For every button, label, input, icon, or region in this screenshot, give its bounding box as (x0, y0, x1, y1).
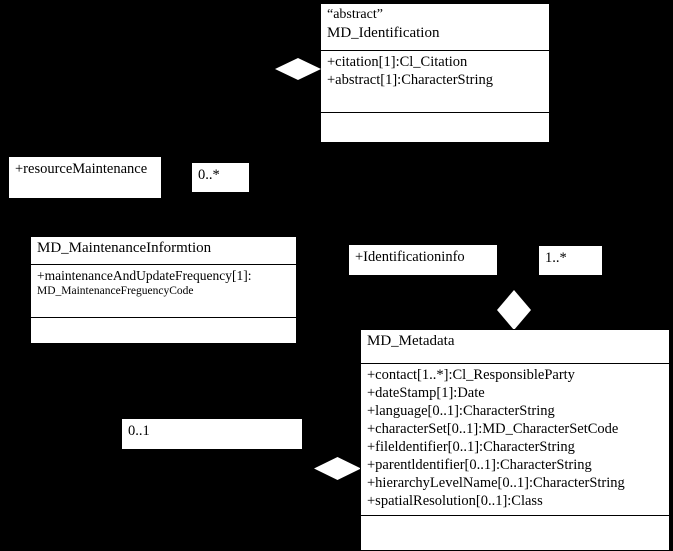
class-attributes-md-metadata: +contact[1..*]:Cl_ResponsibleParty +date… (361, 363, 669, 515)
attribute-date-stamp: +dateStamp[1]:Date (367, 385, 485, 401)
class-header-md-maintenanceinformtion: MD_MaintenanceInformtion (31, 237, 296, 264)
aggregation-diamond-icon-identification (275, 58, 321, 80)
aggregation-diamond-icon-identificationinfo (497, 290, 531, 330)
attribute-maintenance-frequency-code-type: MD_MaintenanceFreguencyCode (37, 285, 194, 297)
class-name-md-identification: MD_Identification (327, 25, 440, 41)
attribute-hierarchy-level-name: +hierarchyLevelName[0..1]:CharacterStrin… (367, 475, 625, 491)
multiplicity-label-identification-info: 1..* (538, 245, 603, 276)
attribute-abstract: +abstract[1]:CharacterString (327, 72, 493, 88)
aggregation-diamond-icon-maintenance (314, 457, 361, 480)
multiplicity-label-resource-maintenance: 0..* (191, 162, 250, 193)
class-attributes-md-maintenanceinformtion: +maintenanceAndUpdateFrequency[1]: MD_Ma… (31, 264, 296, 317)
attribute-language: +language[0..1]:CharacterString (367, 403, 555, 419)
class-box-md-identification[interactable]: “abstract” MD_Identification +citation[1… (320, 3, 550, 143)
class-operations-md-maintenanceinformtion (31, 317, 296, 345)
class-operations-md-metadata (361, 515, 669, 550)
class-name-md-metadata: MD_Metadata (367, 333, 455, 349)
class-operations-md-identification (321, 112, 549, 142)
attribute-spatial-resolution: +spatialResolution[0..1]:Class (367, 493, 543, 509)
attribute-parent-identifier: +parentldentifier[0..1]:CharacterString (367, 457, 592, 473)
attribute-maintenance-and-update-frequency: +maintenanceAndUpdateFrequency[1]: (37, 268, 252, 283)
class-box-md-metadata[interactable]: MD_Metadata +contact[1..*]:Cl_Responsibl… (360, 329, 670, 551)
multiplicity-label-maintenance: 0..1 (121, 418, 303, 450)
class-name-md-maintenanceinformtion: MD_MaintenanceInformtion (37, 240, 212, 256)
attribute-contact: +contact[1..*]:Cl_ResponsibleParty (367, 367, 575, 383)
class-header-md-metadata: MD_Metadata (361, 330, 669, 363)
class-attributes-md-identification: +citation[1]:Cl_Citation +abstract[1]:Ch… (321, 50, 549, 112)
class-box-md-maintenanceinformtion[interactable]: MD_MaintenanceInformtion +maintenanceAnd… (30, 236, 297, 344)
class-stereotype-md-identification: “abstract” (327, 7, 383, 22)
role-label-resource-maintenance: +resourceMaintenance (8, 156, 162, 199)
role-label-identification-info: +Identificationinfo (348, 244, 498, 276)
attribute-character-set: +characterSet[0..1]:MD_CharacterSetCode (367, 421, 619, 437)
attribute-citation: +citation[1]:Cl_Citation (327, 54, 468, 70)
attribute-file-identifier: +fileldentifier[0..1]:CharacterString (367, 439, 575, 455)
class-header-md-identification: “abstract” MD_Identification (321, 4, 549, 50)
